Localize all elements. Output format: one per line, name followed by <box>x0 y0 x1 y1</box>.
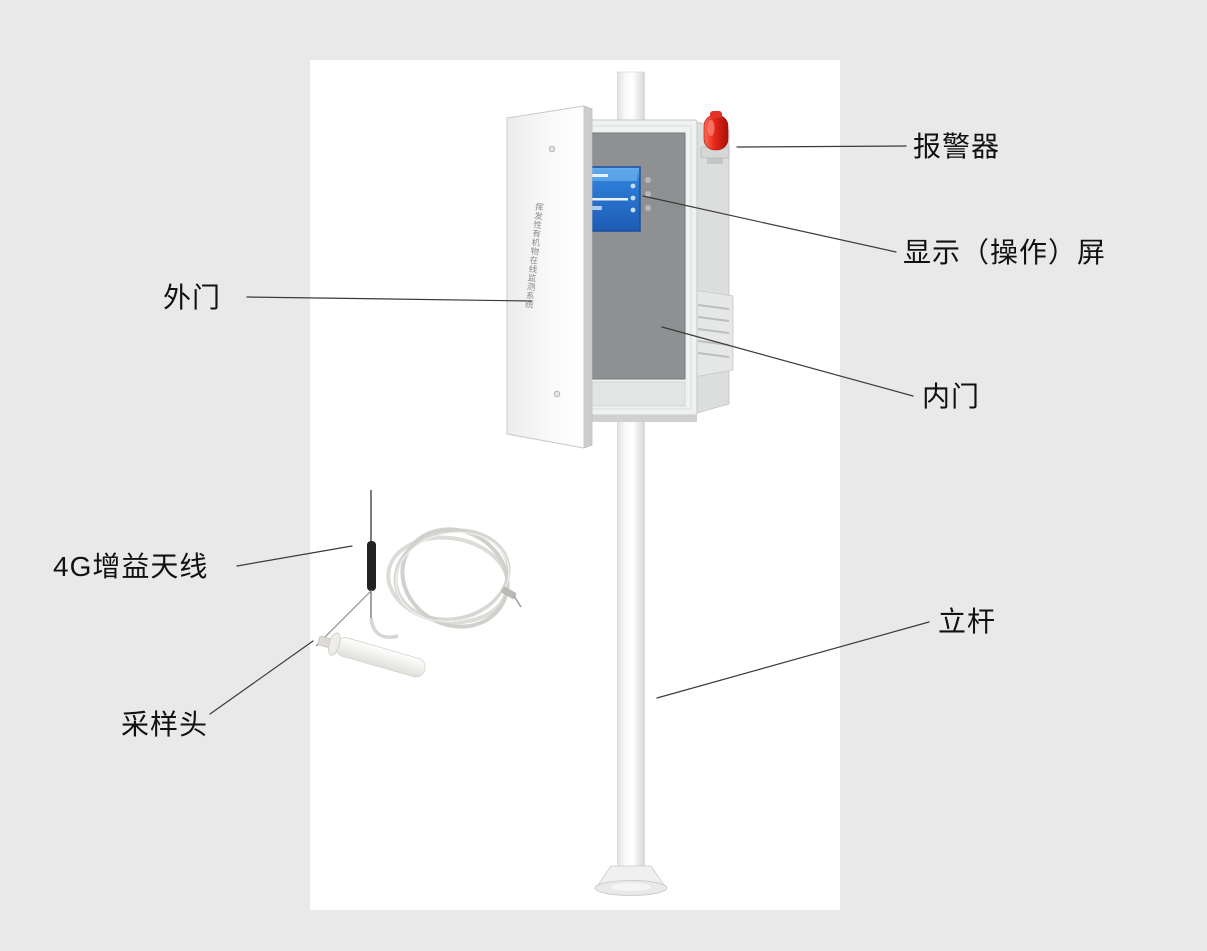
outer-door <box>506 105 593 449</box>
label-outer-door: 外门 <box>163 282 222 313</box>
antenna-body <box>367 541 376 591</box>
label-alarm: 报警器 <box>913 131 1001 162</box>
panel-buttons <box>645 177 651 211</box>
cable-connector <box>501 586 517 599</box>
leader-line-pole <box>656 621 930 699</box>
label-antenna-4g: 4G增益天线 <box>53 551 209 582</box>
leader-line-outer-door <box>246 296 533 302</box>
label-inner-door: 内门 <box>922 381 981 412</box>
door-screw-bottom <box>553 390 561 398</box>
alarm-beacon <box>700 111 730 164</box>
cabinet <box>564 111 734 422</box>
door-screw-top <box>548 145 556 153</box>
leader-lines <box>209 145 930 715</box>
antenna-cable-coil <box>386 527 511 629</box>
outer-door-face <box>506 105 585 449</box>
label-pole: 立杆 <box>938 606 997 637</box>
display-screen <box>582 166 641 232</box>
antenna-4g <box>367 490 522 639</box>
cabinet-bottom-edge <box>565 415 697 422</box>
label-display: 显示（操作）屏 <box>903 237 1107 268</box>
leader-line-antenna <box>236 545 353 567</box>
sampling-head <box>315 589 426 678</box>
leader-line-sampling-head <box>209 640 314 715</box>
leader-line-alarm <box>736 145 907 148</box>
leader-line-inner-door <box>661 326 914 397</box>
side-vent <box>693 289 734 378</box>
leader-line-display <box>642 195 897 253</box>
sampling-head-body <box>335 637 426 678</box>
label-sampling-head: 采样头 <box>121 709 209 740</box>
